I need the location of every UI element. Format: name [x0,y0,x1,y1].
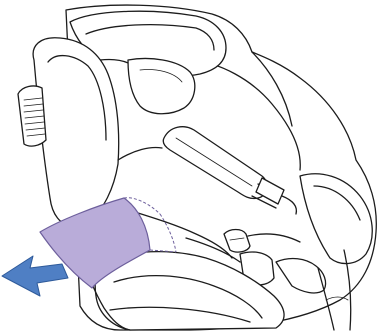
arrow-left-icon [2,256,68,296]
side-vent [18,86,46,146]
